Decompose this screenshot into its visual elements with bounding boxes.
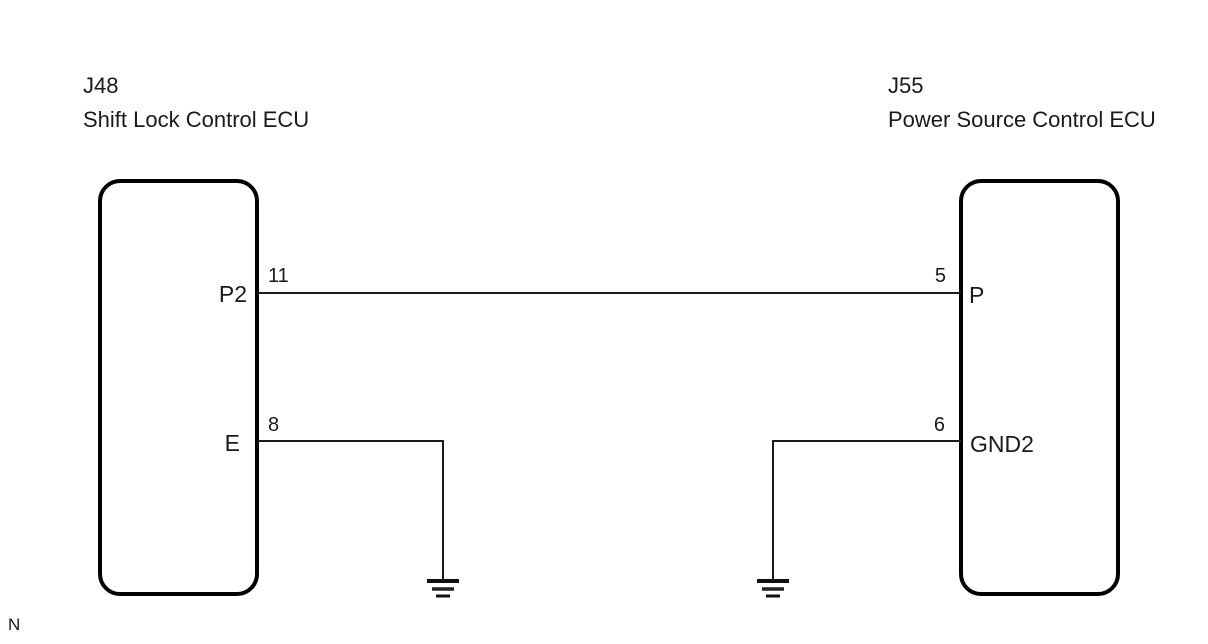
left-ecu-pin-8: 8 (268, 414, 279, 436)
right-ecu-box (959, 179, 1120, 596)
left-ecu-name: Shift Lock Control ECU (83, 107, 309, 132)
left-ecu-terminal-p2: P2 (219, 281, 247, 307)
right-ecu-terminal-gnd2: GND2 (970, 431, 1034, 457)
footnote-n: N (8, 615, 20, 634)
left-ecu-pin-11: 11 (268, 265, 289, 287)
left-ecu-terminal-e: E (225, 430, 240, 456)
right-ecu-pin-5: 5 (935, 265, 946, 287)
right-ecu-code: J55 (888, 73, 923, 98)
ground-symbol-left (427, 579, 459, 598)
right-ecu-pin-6: 6 (934, 414, 945, 436)
wire-gnd2-to-ground (772, 440, 961, 581)
left-ecu-box (98, 179, 259, 596)
ground-symbol-right (757, 579, 789, 598)
right-ecu-terminal-p: P (969, 282, 984, 308)
wire-e-to-ground (257, 440, 444, 581)
left-ecu-code: J48 (83, 73, 118, 98)
right-ecu-name: Power Source Control ECU (888, 107, 1156, 132)
